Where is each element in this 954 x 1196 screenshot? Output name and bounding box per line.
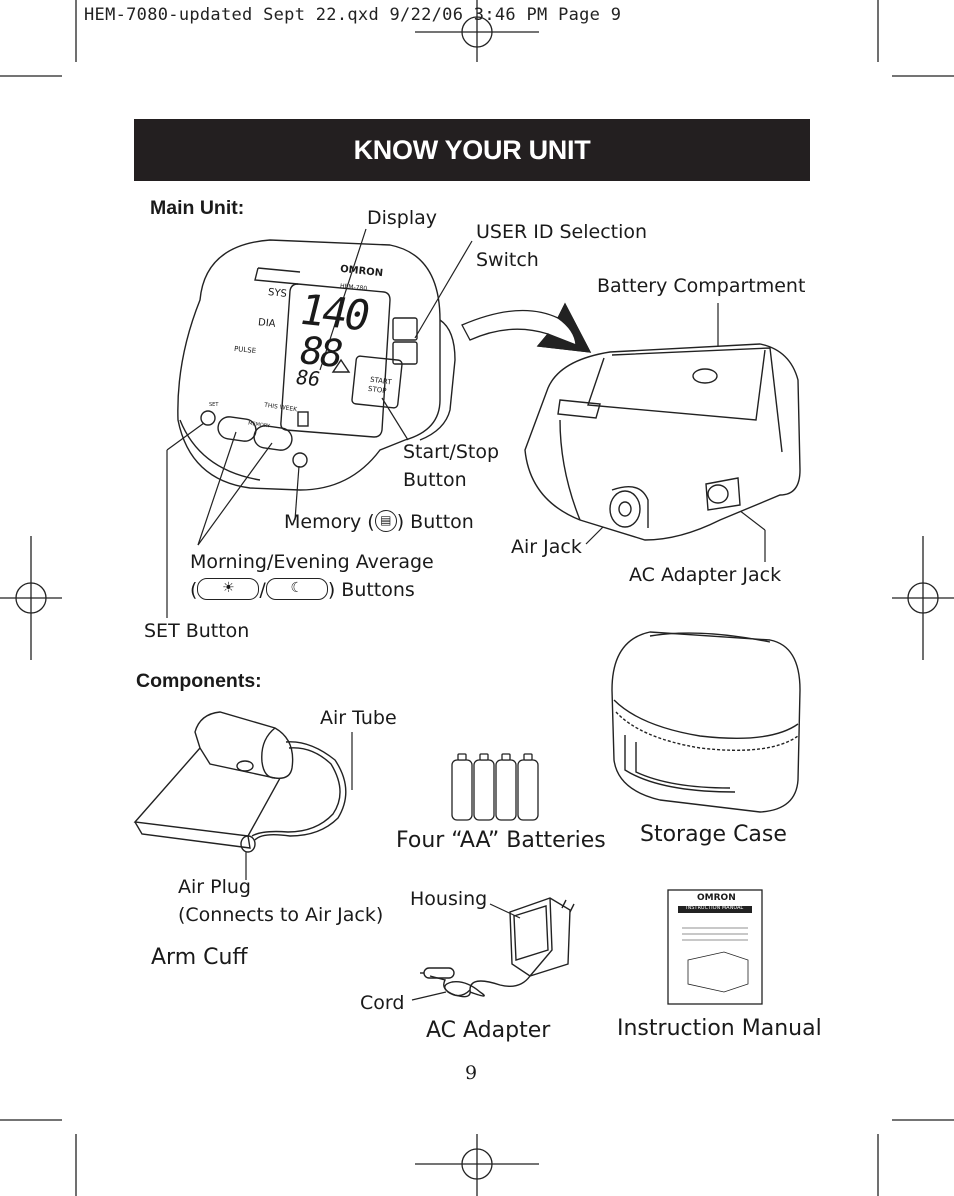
manual-cover-brand: OMRON <box>697 893 736 903</box>
label-ac-adapter: AC Adapter <box>426 1018 551 1043</box>
page-title: KNOW YOUR UNIT <box>134 119 810 181</box>
label-instruction-manual: Instruction Manual <box>617 1016 822 1041</box>
label-ac-adapter-jack: AC Adapter Jack <box>629 564 782 586</box>
memory-icon: ▤ <box>374 509 397 532</box>
label-display: Display <box>367 207 438 229</box>
label-air-jack: Air Jack <box>511 536 582 558</box>
label-memory-prefix: Memory ( <box>284 511 375 533</box>
instruction-manual-drawing <box>667 889 763 1005</box>
leader-lines <box>166 228 766 618</box>
label-set-button: SET Button <box>144 620 250 642</box>
label-air-plug: Air Plug <box>178 876 251 898</box>
morning-evening-close: ) Buttons <box>327 579 415 601</box>
label-start-stop-line1: Start/Stop <box>403 441 500 463</box>
label-battery-compartment: Battery Compartment <box>597 275 806 297</box>
label-memory-button: Memory (▤) Button <box>284 508 474 536</box>
rear-unit-drawing <box>524 343 801 541</box>
morning-evening-open: ( <box>190 579 198 601</box>
device-set-text: SET <box>209 402 219 408</box>
main-unit-drawing <box>177 239 456 491</box>
label-morning-evening-line2: (☀/☾) Buttons <box>190 576 415 604</box>
label-start-stop-line2: Button <box>403 469 467 491</box>
label-memory-suffix: ) Button <box>396 511 474 533</box>
rotate-arrow-icon <box>461 302 592 353</box>
evening-moon-icon: ☾ <box>265 577 328 600</box>
main-unit-heading: Main Unit: <box>150 197 245 219</box>
components-heading: Components: <box>136 670 262 692</box>
page-number: 9 <box>465 1062 478 1084</box>
cuff-leaders <box>245 732 353 880</box>
device-dia-label: DIA <box>257 317 277 330</box>
ac-adapter-drawing <box>420 897 575 998</box>
device-sys-label: SYS <box>267 287 288 300</box>
label-morning-evening-line1: Morning/Evening Average <box>190 551 434 573</box>
storage-case-drawing <box>611 631 801 813</box>
label-housing: Housing <box>410 888 488 910</box>
label-cord: Cord <box>360 992 405 1014</box>
morning-evening-sep: / <box>259 579 266 601</box>
label-air-plug-note: (Connects to Air Jack) <box>178 904 384 926</box>
label-user-id-line1: USER ID Selection <box>476 221 648 243</box>
label-arm-cuff: Arm Cuff <box>151 945 248 970</box>
adapter-leaders <box>411 903 521 1001</box>
label-air-tube: Air Tube <box>320 707 397 729</box>
battery-icons <box>451 753 539 821</box>
arm-cuff-drawing <box>133 711 347 853</box>
label-batteries: Four “AA” Batteries <box>396 828 606 853</box>
manual-cover-band: INSTRUCTION MANUAL <box>686 905 744 911</box>
label-storage-case: Storage Case <box>640 822 787 847</box>
morning-sun-icon: ☀ <box>197 577 260 600</box>
label-user-id-line2: Switch <box>476 249 539 271</box>
